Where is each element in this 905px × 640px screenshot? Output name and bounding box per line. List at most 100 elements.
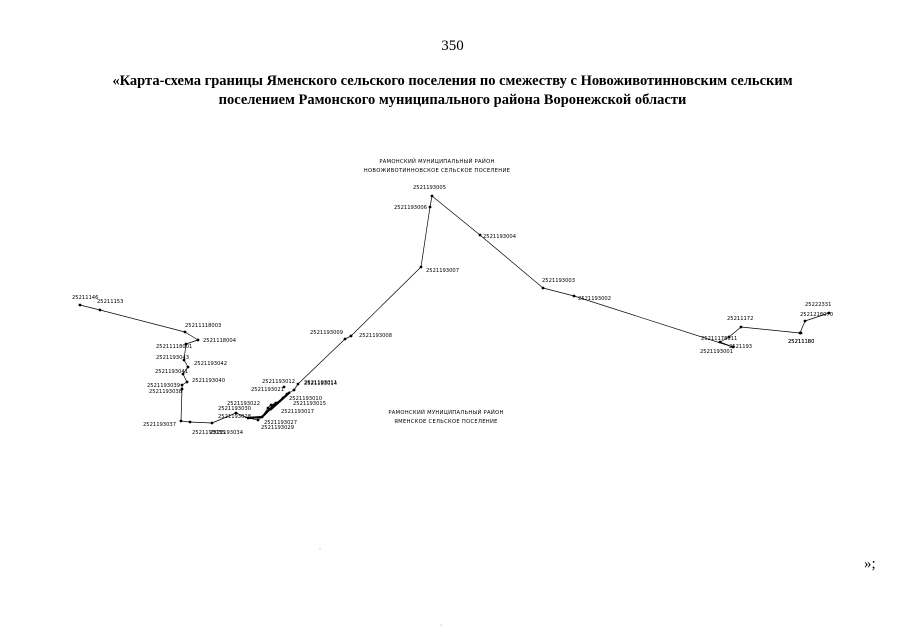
scan-speck — [440, 624, 442, 626]
boundary-point — [419, 265, 423, 269]
boundary-segment — [189, 421, 213, 424]
boundary-point-label: 2521193022 — [227, 401, 260, 407]
boundary-point — [210, 421, 214, 425]
boundary-segment — [180, 420, 191, 423]
boundary-point-label: 25211118001 — [156, 344, 192, 350]
boundary-point-label: 2521193 — [729, 344, 752, 350]
boundary-point-label: 2521193001 — [700, 349, 733, 355]
boundary-point — [718, 340, 722, 344]
boundary-point — [98, 308, 102, 312]
boundary-point-label: 2521193008 — [359, 333, 392, 339]
boundary-segment — [183, 343, 187, 361]
boundary-point — [296, 382, 300, 386]
boundary-point-label: 2521193003 — [542, 278, 575, 284]
boundary-point — [184, 342, 188, 346]
boundary-point-label: 2521193010 — [289, 396, 322, 402]
boundary-point — [256, 418, 260, 422]
boundary-point — [572, 294, 576, 298]
boundary-point-label: 2521193039 — [147, 383, 180, 389]
scan-speck — [319, 548, 321, 550]
boundary-point-label: 2521193041 — [155, 369, 188, 375]
boundary-point-label: 2521193009 — [310, 330, 343, 336]
boundary-point — [182, 358, 186, 362]
boundary-point-label: 2521193043 — [156, 355, 189, 361]
boundary-point-label: 2521193034 — [210, 430, 244, 436]
boundary-point — [274, 401, 278, 405]
boundary-point — [285, 392, 289, 396]
boundary-point-label: 2521193027 — [264, 420, 297, 426]
boundary-point-label: 2521193004 — [483, 234, 517, 240]
boundary-segment — [297, 338, 346, 385]
boundary-segment — [719, 341, 734, 348]
boundary-point — [188, 420, 192, 424]
boundary-points — [78, 194, 831, 425]
boundary-segment — [182, 366, 189, 375]
boundary-point-label: 25211118003 — [185, 323, 221, 329]
boundary-point-label: 2521193042 — [194, 361, 227, 367]
boundary-point-label: 25222331 — [805, 302, 831, 308]
boundary-point — [186, 365, 190, 369]
boundary-segment — [740, 326, 801, 334]
boundary-point — [799, 331, 803, 335]
boundary-point — [183, 330, 187, 334]
boundary-point — [180, 383, 184, 387]
boundary-point — [478, 233, 482, 237]
boundary-point — [343, 337, 347, 341]
boundary-segment-dense — [247, 415, 263, 420]
boundary-point — [185, 380, 189, 384]
boundary-point-label: 2521193014 — [304, 381, 338, 387]
page-number: 350 — [441, 38, 464, 54]
boundary-segment — [429, 195, 433, 208]
boundary-segment — [420, 206, 431, 268]
boundary-point-label: 2521193040 — [192, 378, 225, 384]
scan-speck — [443, 160, 445, 162]
boundary-point-label: 2521118004 — [203, 338, 237, 344]
boundary-point-label: 2521193017 — [281, 409, 314, 415]
boundary-segment — [350, 266, 422, 337]
boundary-point — [428, 205, 432, 209]
boundary-point-label: 2521193007 — [426, 268, 459, 274]
boundary-point-label: 2521193028 — [218, 414, 251, 420]
closing-quote-mark: »; — [864, 556, 876, 572]
boundary-point — [179, 419, 183, 423]
boundary-point-label: 25211178011 — [701, 336, 737, 342]
boundary-point-label: 25211146 — [72, 295, 98, 301]
boundary-point — [181, 372, 185, 376]
boundary-segment — [211, 412, 237, 424]
boundary-point-label: 2521193006 — [394, 205, 427, 211]
boundary-segment — [431, 195, 481, 236]
boundary-point — [292, 388, 296, 392]
boundary-point-label: 2521193029 — [261, 425, 294, 431]
north-region-label-line2: НОВОЖИВОТИННОВСКОЕ СЕЛЬСКОЕ ПОСЕЛЕНИЕ — [364, 168, 510, 174]
boundary-point-label: 2521193012 — [262, 379, 295, 385]
boundary-point — [196, 338, 200, 342]
boundary-point — [269, 403, 273, 407]
boundary-segment — [235, 412, 249, 419]
boundary-point — [541, 286, 545, 290]
boundary-point — [234, 411, 238, 415]
north-region-label-line1: РАМОНСКИЙ МУНИЦИПАЛЬНЫЙ РАЙОН — [379, 158, 494, 165]
map-title: «Карта-схема границы Яменского сельского… — [60, 72, 845, 110]
boundary-point — [180, 387, 184, 391]
boundary-point-label: 25211180 — [788, 339, 814, 345]
boundary-lines — [79, 195, 830, 424]
boundary-point-label: 25211153 — [97, 299, 123, 305]
boundary-point — [739, 325, 743, 329]
boundary-point-label: 2521193005 — [413, 185, 446, 191]
boundary-point — [727, 335, 731, 339]
boundary-point-label: 2521193035 — [192, 430, 225, 436]
boundary-segment — [542, 287, 575, 297]
boundary-point-label: 2521193002 — [578, 296, 611, 302]
boundary-point — [430, 194, 434, 198]
boundary-point — [349, 334, 353, 338]
boundary-segment — [719, 336, 730, 343]
boundary-segment — [182, 373, 188, 383]
boundary-point — [281, 396, 285, 400]
boundary-point-label: 25211172 — [727, 316, 753, 322]
boundary-point — [78, 303, 82, 307]
boundary-segment — [479, 234, 544, 289]
boundary-point-label: 2521193030 — [218, 406, 251, 412]
boundary-segment — [804, 312, 830, 322]
